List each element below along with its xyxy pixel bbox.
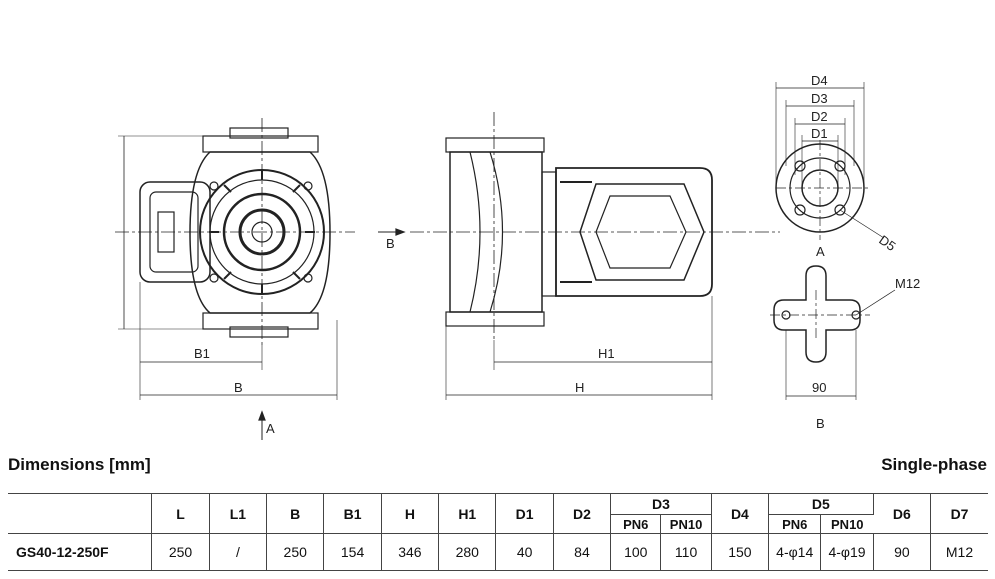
header-d5-pn10: PN10 <box>820 514 874 534</box>
label-view-b: B <box>816 416 825 431</box>
flange-view <box>775 82 885 240</box>
header-d7: D7 <box>950 505 969 522</box>
header-d2: D2 <box>553 493 612 534</box>
technical-drawing: B1 B A B H1 H D4 D3 D2 D1 D5 A M12 90 B <box>115 73 920 440</box>
header-d3-pn10: PN10 <box>660 514 712 534</box>
label-d1: D1 <box>811 126 828 141</box>
header-h1: H1 <box>438 493 497 534</box>
header-d5-pn6: PN6 <box>768 514 822 534</box>
header-d3: D3 <box>610 493 712 515</box>
cell-d5-pn10: 4-φ19 <box>820 533 874 571</box>
dimensions-title: Dimensions [mm] <box>8 455 151 474</box>
front-view <box>115 118 355 440</box>
side-view <box>378 112 780 400</box>
dimensions-table: L L1 B B1 H H1 D1 D2 D3 D4 D5 D6 D7 PN6 … <box>8 493 988 571</box>
cell-h1: 280 <box>438 533 497 571</box>
header-d3-pn6: PN6 <box>610 514 662 534</box>
cell-d3-pn6: 100 <box>610 533 662 571</box>
header-l1: L1 <box>209 493 268 534</box>
header-b1: B1 <box>323 493 382 534</box>
cell-l: 250 <box>151 533 210 571</box>
table-header-row: Dimensions [mm] Single-phase <box>8 455 987 477</box>
label-b1: B1 <box>194 346 210 361</box>
header-d6: D6 <box>873 493 932 534</box>
header-l: L <box>151 493 210 534</box>
label-h1: H1 <box>598 346 615 361</box>
cell-d3-pn10: 110 <box>660 533 712 571</box>
phase-label: Single-phase <box>881 455 987 474</box>
table-row: GS40-12-250F 250 / 250 154 346 280 40 84… <box>8 533 988 571</box>
cell-b: 250 <box>266 533 325 571</box>
cell-d5-pn6: 4-φ14 <box>768 533 822 571</box>
cell-d7: M12 <box>930 533 988 571</box>
cell-b1: 154 <box>323 533 382 571</box>
cell-d1: 40 <box>495 533 554 571</box>
cell-model: GS40-12-250F <box>8 533 153 571</box>
label-d3: D3 <box>811 91 828 106</box>
cell-l1: / <box>209 533 268 571</box>
label-d2: D2 <box>811 109 828 124</box>
label-h: H <box>575 380 584 395</box>
label-d4: D4 <box>811 73 828 88</box>
label-90: 90 <box>812 380 826 395</box>
header-model <box>8 493 153 534</box>
label-arrow-b: B <box>386 236 395 251</box>
header-h: H <box>381 493 440 534</box>
foot-view <box>770 265 896 400</box>
label-b: B <box>234 380 243 395</box>
label-m12: M12 <box>895 276 920 291</box>
cell-d4: 150 <box>711 533 770 571</box>
label-view-a: A <box>816 244 825 259</box>
header-d1: D1 <box>495 493 554 534</box>
header-d5: D5 <box>768 493 874 515</box>
header-d4: D4 <box>711 493 770 534</box>
cell-h: 346 <box>381 533 440 571</box>
header-b: B <box>266 493 325 534</box>
cell-d2: 84 <box>553 533 612 571</box>
label-arrow-a: A <box>266 421 275 436</box>
cell-d6: 90 <box>873 533 932 571</box>
